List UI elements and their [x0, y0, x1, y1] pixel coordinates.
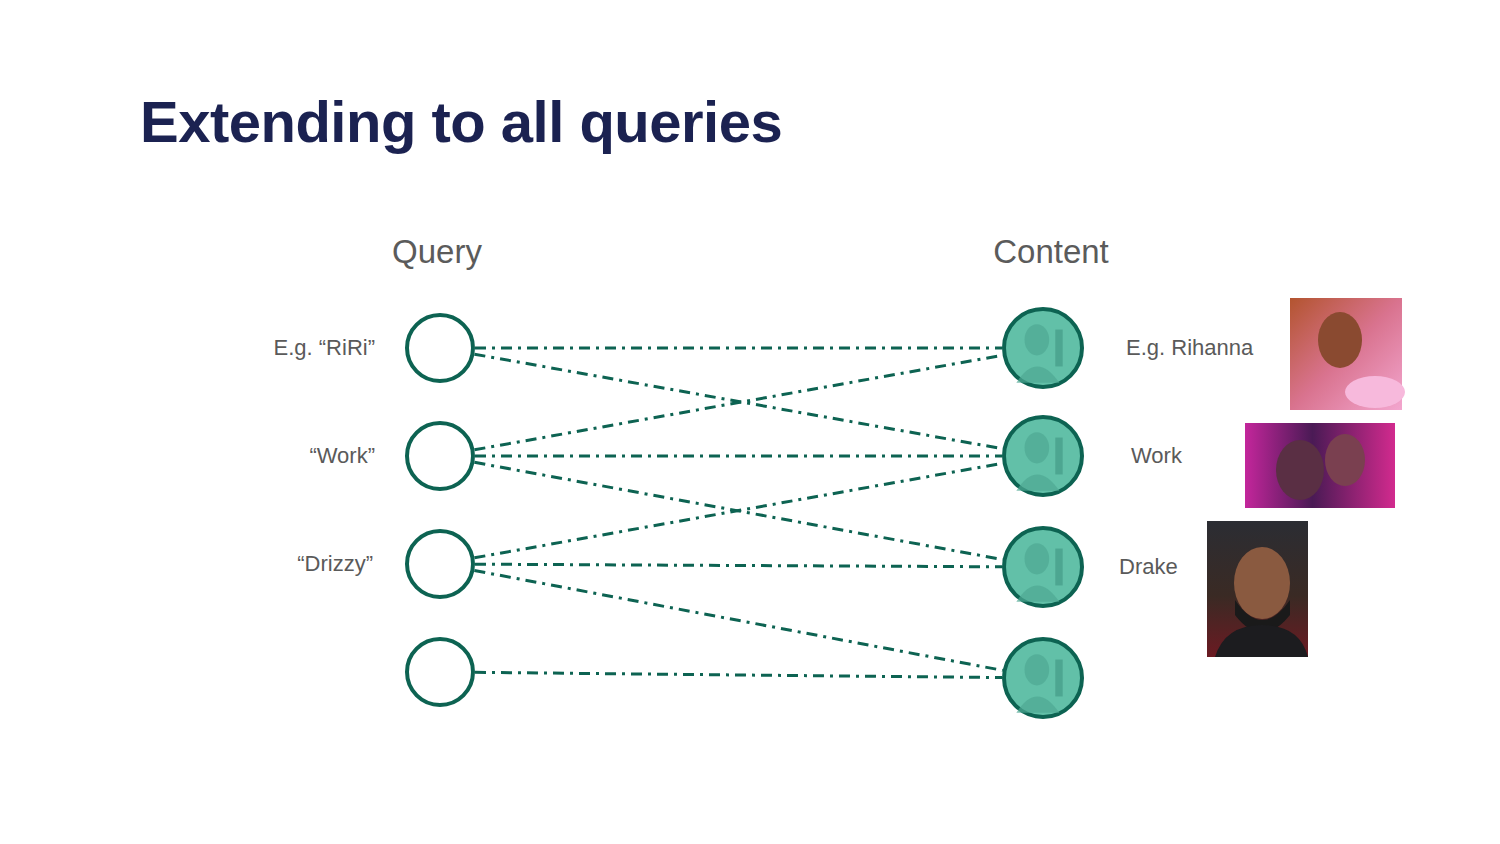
query-label: “Work”: [309, 443, 375, 469]
content-circle: E.g. Rihanna: [1002, 307, 1084, 389]
match-connector: [474, 571, 1002, 671]
match-connector: [474, 355, 1002, 450]
match-connector: [474, 463, 1002, 558]
match-connector: [475, 455, 1002, 458]
content-label: E.g. Rihanna: [1126, 335, 1253, 361]
circle-outline: [1002, 307, 1084, 389]
circle-outline: [1002, 526, 1084, 608]
content-circle: [1002, 637, 1084, 719]
query-circle: “Work”: [405, 421, 475, 491]
circle-outline: [405, 529, 475, 599]
column-heading: Content: [993, 233, 1109, 271]
query-label: “Drizzy”: [297, 551, 373, 577]
query-circle: “Drizzy”: [405, 529, 475, 599]
query-circle: [405, 637, 475, 707]
diagram-title: Extending to all queries: [140, 88, 782, 155]
content-circle: Work: [1002, 415, 1084, 497]
circle-outline: [405, 313, 475, 383]
query-circle: E.g. “RiRi”: [405, 313, 475, 383]
match-connector: [475, 347, 1002, 350]
circle-outline: [1002, 415, 1084, 497]
query-label: E.g. “RiRi”: [274, 335, 375, 361]
content-label: Drake: [1119, 554, 1178, 580]
match-connector: [475, 672, 1002, 677]
column-heading: Query: [392, 233, 482, 271]
match-connector: [474, 462, 1002, 559]
circle-outline: [405, 421, 475, 491]
photo-work: [1245, 423, 1395, 508]
circle-outline: [1002, 637, 1084, 719]
content-label: Work: [1131, 443, 1182, 469]
circle-outline: [405, 637, 475, 707]
match-connector: [475, 564, 1002, 567]
photo-rihanna: [1290, 298, 1405, 410]
content-circle: Drake: [1002, 526, 1084, 608]
photo-drake: [1207, 521, 1308, 657]
